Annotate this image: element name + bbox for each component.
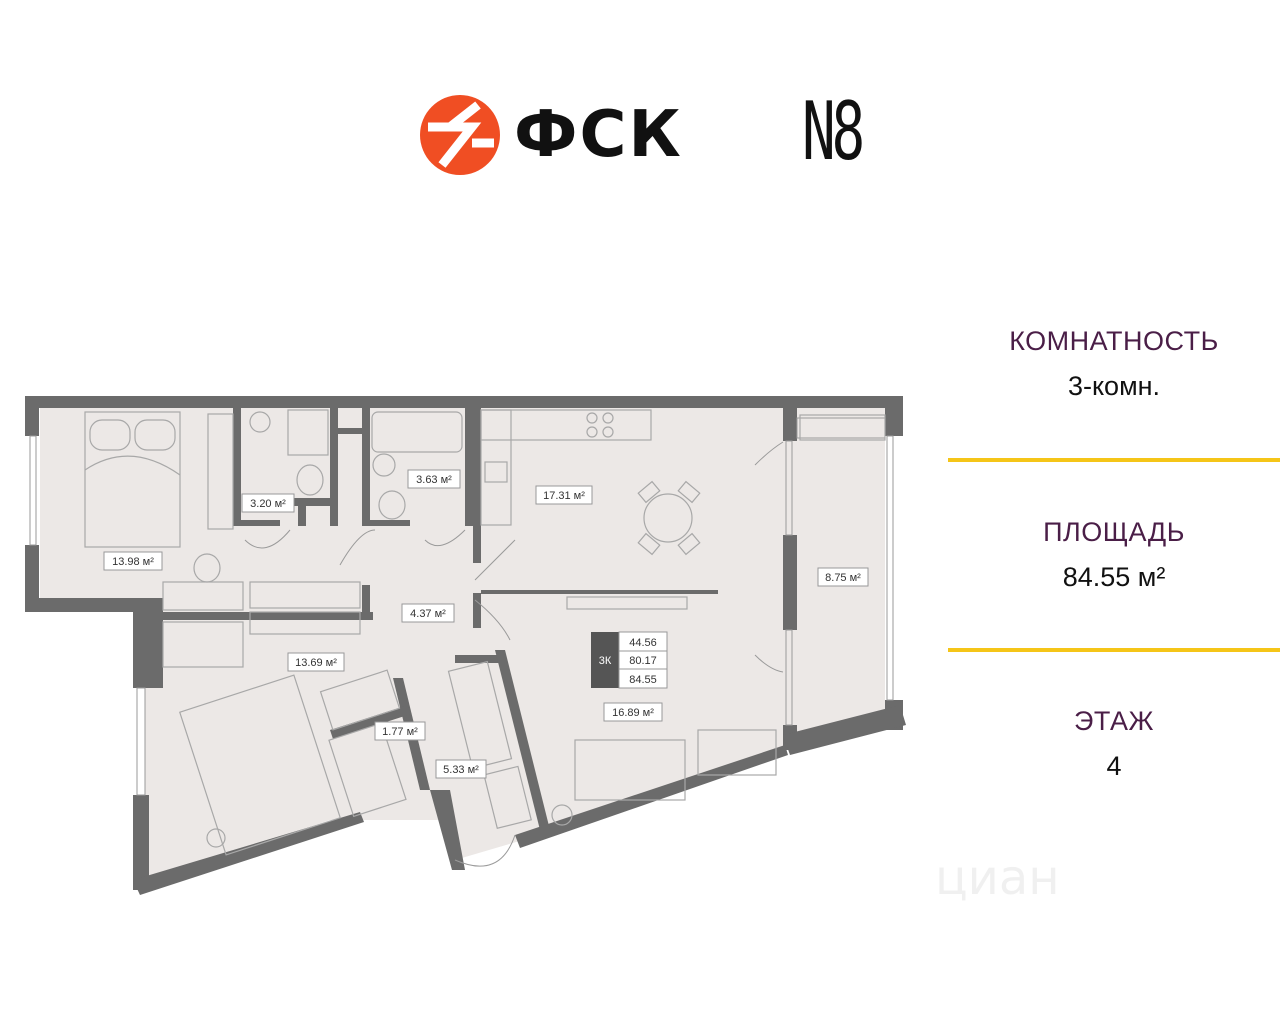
area-block: ПЛОЩАДЬ 84.55 м² xyxy=(948,517,1280,593)
svg-text:3.63 м²: 3.63 м² xyxy=(416,474,452,486)
room-bathroom-1-label: 3.20 м² xyxy=(241,493,295,513)
rooms-block: КОМНАТНОСТЬ 3-комн. xyxy=(948,326,1280,402)
bed-icon xyxy=(179,674,341,856)
rooms-value: 3-комн. xyxy=(1067,371,1161,401)
svg-text:4.37 м²: 4.37 м² xyxy=(410,608,446,620)
apartment-type: 3К xyxy=(599,655,612,667)
area-labels: 13.98 м² 3.20 м² 3.63 м² 17.31 м² 8.75 м… xyxy=(103,469,869,779)
room-balcony-label: 8.75 м² xyxy=(817,567,869,587)
sink-icon xyxy=(249,411,271,433)
fsk-logo: ФСК xyxy=(420,95,683,175)
area-summary: 3К 44.56 80.17 84.55 xyxy=(591,631,668,689)
furniture xyxy=(84,409,886,856)
svg-text:17.31 м²: 17.31 м² xyxy=(543,490,585,502)
room-corridor-label: 5.33 м² xyxy=(435,759,487,779)
svg-text:3.20 м²: 3.20 м² xyxy=(250,498,286,510)
floor-plan: 13.98 м² 3.20 м² 3.63 м² 17.31 м² 8.75 м… xyxy=(25,396,906,895)
rooms-label: КОМНАТНОСТЬ xyxy=(1009,326,1219,356)
svg-text:5.33 м²: 5.33 м² xyxy=(443,764,479,776)
total-with-balcony-value: 84.55 xyxy=(629,674,657,686)
toilet-icon xyxy=(296,464,324,496)
brand-name: ФСК xyxy=(514,98,683,172)
area-value: 84.55 м² xyxy=(1062,562,1166,592)
room-bedroom-2-label: 13.69 м² xyxy=(287,652,345,672)
watermark: циан xyxy=(935,850,1060,906)
doors xyxy=(244,441,784,867)
floor-label: ЭТАЖ xyxy=(1074,706,1154,736)
floor-block: ЭТАЖ 4 xyxy=(948,706,1280,782)
bed-icon xyxy=(84,411,181,548)
divider xyxy=(948,458,1280,462)
room-hall-label: 4.37 м² xyxy=(401,603,455,623)
living-area-value: 44.56 xyxy=(629,637,657,649)
dining-table-icon xyxy=(643,493,693,543)
room-living-room-label: 16.89 м² xyxy=(603,702,663,722)
room-kitchen-label: 17.31 м² xyxy=(535,485,593,505)
svg-text:1.77 м²: 1.77 м² xyxy=(382,726,418,738)
floor-value: 4 xyxy=(1106,751,1122,781)
svg-text:8.75 м²: 8.75 м² xyxy=(825,572,861,584)
room-bathroom-2-label: 3.63 м² xyxy=(407,469,461,489)
room-bedroom-1-label: 13.98 м² xyxy=(103,551,163,571)
svg-text:16.89 м²: 16.89 м² xyxy=(612,707,654,719)
fsk-logo-mark-icon xyxy=(420,95,500,175)
floor-area xyxy=(40,408,885,885)
exterior-walls xyxy=(25,396,906,895)
room-closet-label: 1.77 м² xyxy=(374,721,426,741)
area-label: ПЛОЩАДЬ xyxy=(1043,517,1185,547)
divider xyxy=(948,648,1280,652)
project-badge: N8 xyxy=(802,85,865,178)
total-area-value: 80.17 xyxy=(629,655,657,667)
bathtub-icon xyxy=(371,411,463,453)
sofa-icon xyxy=(574,739,686,801)
svg-text:13.98 м²: 13.98 м² xyxy=(112,556,154,568)
svg-text:13.69 м²: 13.69 м² xyxy=(295,657,337,669)
